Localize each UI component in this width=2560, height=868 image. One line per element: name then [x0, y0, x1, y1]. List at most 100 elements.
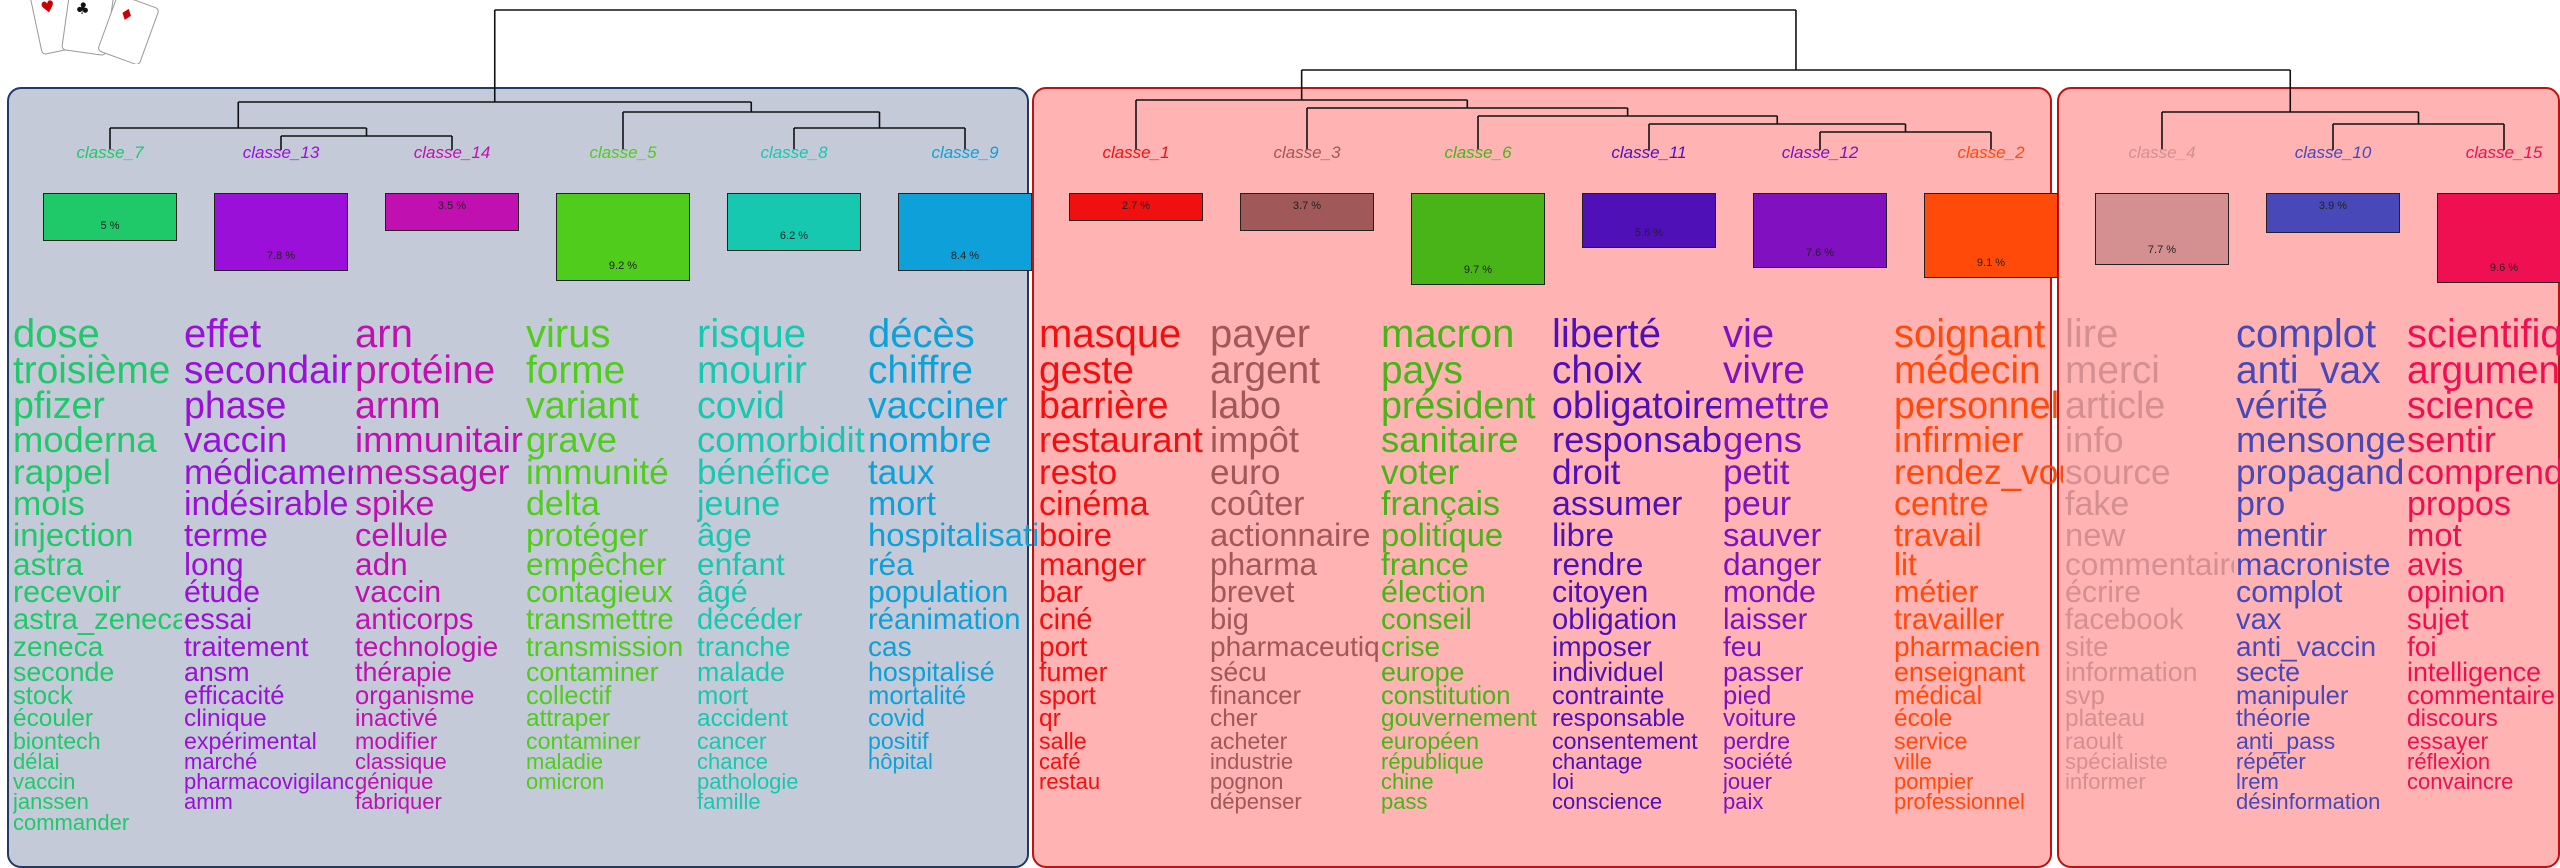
class-word: assumer [1552, 484, 1683, 523]
class-word: français [1381, 484, 1501, 523]
class-word: site [2065, 631, 2109, 663]
class-word: zeneca [13, 631, 104, 663]
class-word: tranche [697, 631, 791, 663]
class-word: seconde [13, 657, 115, 687]
class-word: arn [355, 316, 413, 356]
class-word: âge [697, 516, 752, 554]
class-word: président [1381, 384, 1536, 427]
class-word: contaminer [526, 657, 659, 687]
class-word: secondaire [184, 348, 353, 392]
class-share-percent: 7.7 % [2147, 244, 2177, 256]
class-word: petit [1723, 452, 1790, 492]
class-word: payer [1210, 316, 1311, 356]
class-share-bar: 7.6 % [1753, 193, 1887, 268]
class-word: argument [2407, 348, 2560, 392]
class-word: grave [526, 419, 618, 461]
class-share-bar: 7.7 % [2095, 193, 2229, 265]
class-word: terme [184, 516, 268, 554]
class-word: danger [1723, 546, 1822, 583]
class-word: mourir [697, 348, 807, 392]
class-word: européen [1381, 727, 1479, 754]
class-word: positif [868, 727, 929, 754]
class-share-percent: 6.2 % [779, 230, 809, 242]
class-word: nombre [868, 419, 992, 461]
class-label: classe_8 [760, 143, 828, 162]
class-word: jeune [697, 484, 781, 523]
class-word: stock [13, 681, 73, 710]
class-word: mentir [2236, 516, 2328, 554]
class-word: ansm [184, 657, 250, 687]
class-share-percent: 7.6 % [1805, 247, 1835, 259]
class-word: pass [1381, 789, 1428, 815]
class-word: métier [1894, 575, 1979, 610]
class-word: perdre [1723, 727, 1791, 754]
class-word: désinformation [2236, 789, 2381, 815]
class-word-column: libertéchoixobligatoireresponsabilitédro… [1552, 316, 1721, 856]
class-word: janssen [13, 789, 89, 815]
class-word: secte [2236, 657, 2301, 687]
class-word: étude [184, 575, 261, 610]
class-word: protéine [355, 348, 496, 392]
class-word: restau [1039, 769, 1101, 795]
class-word: café [1039, 748, 1081, 774]
class-word: hospitalisé [868, 657, 995, 687]
class-word: contagieux [526, 575, 673, 610]
class-word: gouvernement [1381, 705, 1537, 733]
class-word: hospitalisation [868, 516, 1037, 554]
class-word: dose [13, 316, 100, 356]
class-word: écrire [2065, 575, 2141, 610]
class-share-bar: 5.6 % [1582, 193, 1716, 248]
class-word: source [2065, 452, 2171, 492]
class-word: médicament [184, 452, 353, 492]
class-word: infirmier [1894, 419, 2024, 461]
dendrogram-tree [109, 9, 2505, 150]
class-word: modifier [355, 727, 438, 754]
class-word: spécialiste [2065, 748, 2168, 774]
class-word: taux [868, 452, 935, 492]
class-word: cas [868, 631, 912, 663]
class-word: lrem [2236, 769, 2279, 795]
class-word: essai [184, 604, 253, 637]
class-word: article [2065, 384, 2166, 427]
class-word: travailler [1894, 604, 2005, 637]
class-word: manger [1039, 546, 1147, 583]
class-word: école [1894, 705, 1953, 733]
class-word: pfizer [13, 384, 105, 427]
class-word: propagande [2236, 452, 2405, 492]
class-word: chantage [1552, 748, 1643, 774]
class-word: messager [355, 452, 510, 492]
class-share-bar: 7.8 % [214, 193, 348, 271]
class-word: covid [697, 384, 785, 427]
class-word: svp [2065, 681, 2105, 710]
class-word: injection [13, 516, 134, 554]
class-word: anticorps [355, 604, 474, 637]
class-word: société [1723, 748, 1793, 774]
class-word: astra_zeneca [13, 604, 182, 637]
class-word: propos [2407, 484, 2511, 523]
class-word: long [184, 546, 244, 583]
class-word: fumer [1039, 657, 1108, 687]
class-word: crise [1381, 631, 1441, 663]
class-word: virus [526, 316, 611, 356]
class-word: anti_vax [2236, 348, 2381, 392]
class-share-bar: 9.2 % [556, 193, 690, 281]
class-word: effet [184, 316, 262, 356]
class-word: pro [2236, 484, 2286, 523]
class-word: protéger [526, 516, 649, 554]
class-word: commentaire [2407, 681, 2555, 710]
class-word: brevet [1210, 575, 1295, 610]
class-label: classe_7 [76, 143, 144, 162]
class-word: clinique [184, 705, 267, 733]
class-label: classe_6 [1444, 143, 1512, 162]
class-word: attraper [526, 705, 611, 733]
class-word: avis [2407, 546, 2464, 583]
class-word: voiture [1723, 705, 1797, 733]
svg-text:♣: ♣ [74, 0, 91, 19]
class-word: resto [1039, 452, 1118, 492]
class-share-percent: 5 % [100, 220, 120, 232]
class-word: marché [184, 748, 258, 774]
class-word: transmettre [526, 604, 674, 637]
class-word: pharmacovigilance [184, 769, 353, 795]
class-word: plateau [2065, 705, 2146, 733]
